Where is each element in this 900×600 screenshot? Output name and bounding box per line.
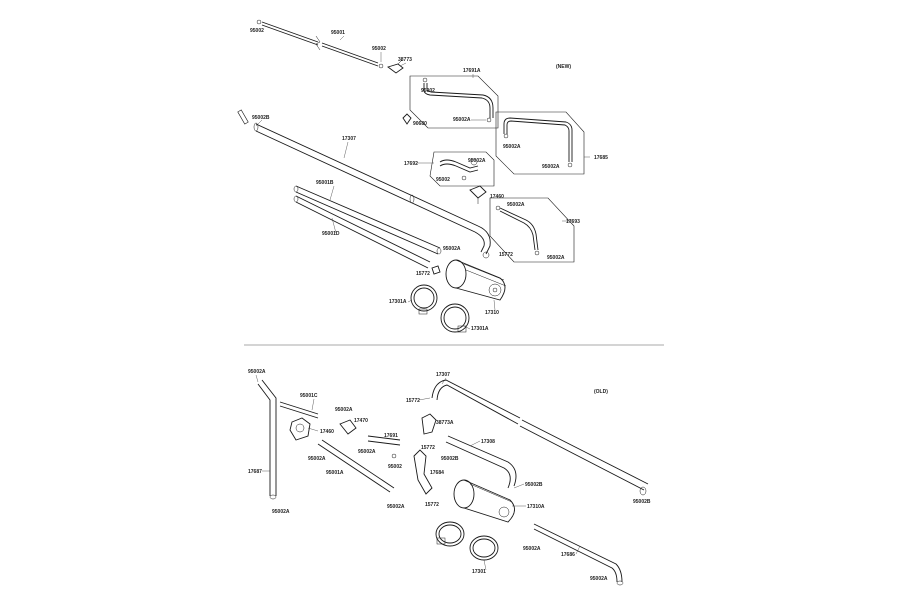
label: 95001B <box>316 180 334 186</box>
label: 17460 <box>320 429 334 435</box>
label: 95002A <box>443 246 461 252</box>
canister-17310A <box>453 479 515 523</box>
fitting-38773A <box>421 413 437 435</box>
label: 95002A <box>547 255 565 261</box>
label: 95002A <box>507 202 525 208</box>
label: 95002 <box>372 46 386 52</box>
label: 17692 <box>404 161 418 167</box>
label: 17691A <box>463 68 481 74</box>
leader-lines-top <box>255 35 590 330</box>
label: 95002B <box>633 499 651 505</box>
label: 17691 <box>384 433 398 439</box>
band-17301A-right <box>440 303 470 333</box>
fitting-38773 <box>387 59 404 74</box>
band-17301-right <box>469 535 499 561</box>
label: 95002 <box>436 177 450 183</box>
label: 38773A <box>436 420 454 426</box>
clamp-15772 <box>431 265 441 275</box>
new-label: (NEW) <box>556 64 571 70</box>
label: 17307 <box>342 136 356 142</box>
label: 95001A <box>326 470 344 476</box>
label: 17310 <box>485 310 499 316</box>
hose-95001A <box>317 439 395 493</box>
label: 17685 <box>594 155 608 161</box>
label: 95002A <box>335 407 353 413</box>
label: 17308 <box>481 439 495 445</box>
canister-17310 <box>445 259 507 301</box>
label: 15772 <box>406 398 420 404</box>
fitting-17460 <box>469 185 487 204</box>
new-section: (NEW) <box>237 19 608 333</box>
clip-90680 <box>402 113 412 125</box>
label: 95002A <box>590 576 608 582</box>
label: 17470 <box>354 418 368 424</box>
label: 17460 <box>490 194 504 200</box>
box-17685 <box>495 111 585 175</box>
label: 95002A <box>453 117 471 123</box>
box-17691A <box>409 75 499 129</box>
old-label: (OLD) <box>594 389 608 395</box>
label: 95002A <box>272 509 290 515</box>
label: 95002B <box>252 115 270 121</box>
hose-95001C <box>279 401 319 419</box>
label: 17301A <box>471 326 489 332</box>
label: 95002 <box>388 464 402 470</box>
label: 17693 <box>566 219 580 225</box>
old-section: (OLD) <box>248 369 651 586</box>
fitting-17460-old <box>289 417 311 441</box>
label: 17301A <box>389 299 407 305</box>
label: 15772 <box>425 502 439 508</box>
label: 95001 <box>331 30 345 36</box>
hose-17307 <box>237 109 491 259</box>
label: 95002 <box>250 28 264 34</box>
box-17693 <box>489 197 575 263</box>
hose-17307-old <box>431 379 649 496</box>
label: 17307 <box>436 372 450 378</box>
fitting-17470 <box>339 419 357 435</box>
box-17692 <box>429 151 495 187</box>
label: 17687 <box>248 469 262 475</box>
hose-95001 <box>256 19 384 69</box>
label: 90680 <box>413 121 427 127</box>
label: 95002A <box>358 449 376 455</box>
label: 17310A <box>527 504 545 510</box>
label: 38773 <box>398 57 412 63</box>
label: 95001D <box>322 231 340 237</box>
leader-lines-bottom <box>255 374 581 571</box>
label: 95002A <box>523 546 541 552</box>
hose-17691 <box>367 435 401 459</box>
label: 17301 <box>472 569 486 575</box>
label: 17686 <box>561 552 575 558</box>
label: 95002A <box>387 504 405 510</box>
label: 95002B <box>441 456 459 462</box>
hose-95001B <box>293 185 442 255</box>
label: 95002A <box>248 369 266 375</box>
fitting-17684 <box>413 449 433 495</box>
label: 95002A <box>308 456 326 462</box>
band-17301-left <box>435 521 465 547</box>
band-17301A-left <box>410 284 438 315</box>
hose-17308 <box>445 435 517 489</box>
label: 15772 <box>416 271 430 277</box>
hose-95001D <box>293 195 431 269</box>
label: 15772 <box>499 252 513 258</box>
label: 95002B <box>525 482 543 488</box>
hose-17686 <box>533 523 624 586</box>
label: 15772 <box>421 445 435 451</box>
label: 95002A <box>503 144 521 150</box>
label: 95002A <box>542 164 560 170</box>
hose-17687 <box>257 379 277 500</box>
label: 17684 <box>430 470 444 476</box>
label: 95002A <box>468 158 486 164</box>
label: 95002 <box>421 88 435 94</box>
label: 95001C <box>300 393 318 399</box>
